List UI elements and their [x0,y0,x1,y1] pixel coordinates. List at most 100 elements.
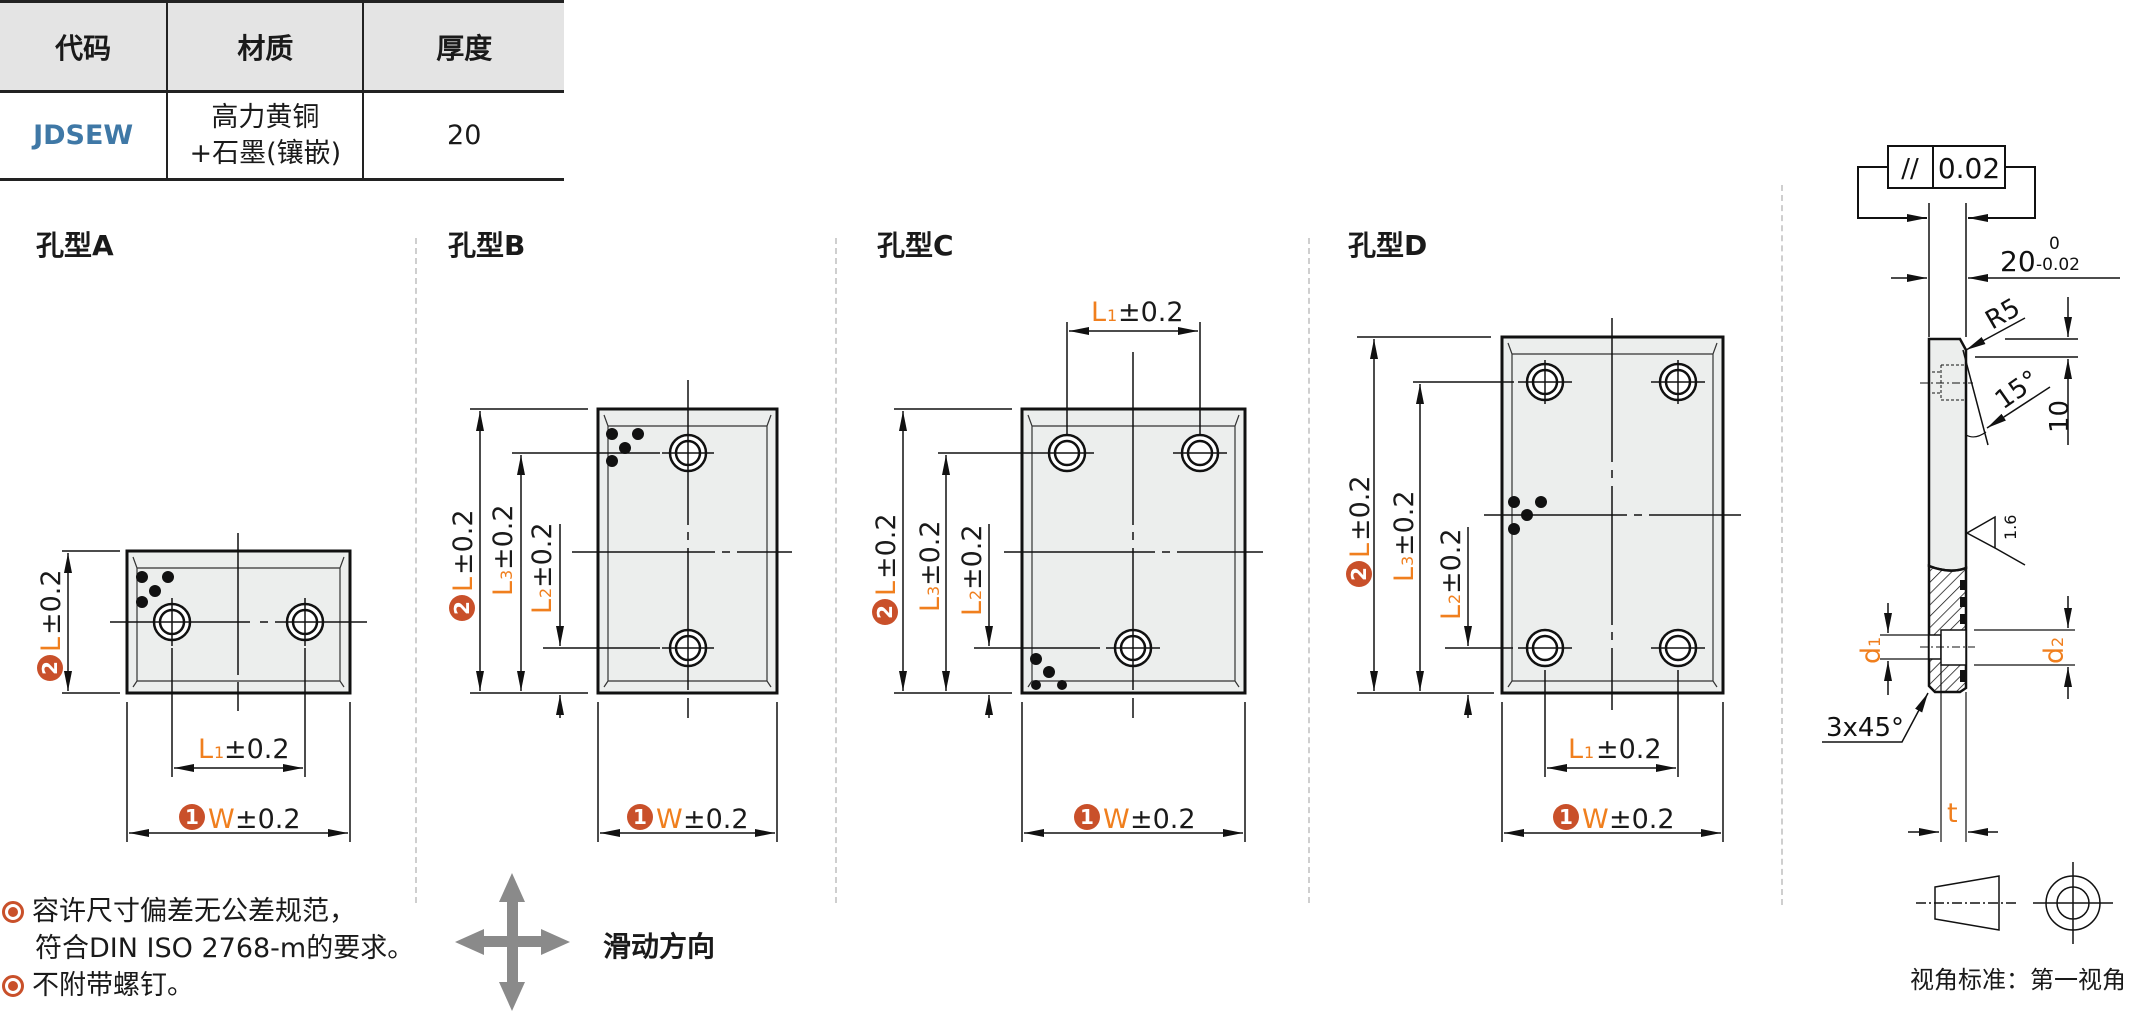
label-l2-c: L 2 ±0.2 [957,524,988,616]
slide-direction-label: 滑动方向 [603,930,716,963]
dim-l1-c [1066,322,1201,435]
separator-a-b [415,238,417,903]
graphite-plugs-a [136,571,174,608]
svg-text:1: 1 [1584,743,1594,762]
svg-text:2: 2 [966,590,985,600]
centerlines-b [572,380,792,718]
svg-text:L: L [198,734,213,765]
label-l1-d: L 1 ±0.2 [1568,734,1662,765]
svg-text:±0.2: ±0.2 [36,569,67,635]
label-w-c: 1 W ±0.2 [1074,804,1196,835]
side-graphite-plugs [1960,580,1966,682]
svg-text:L: L [1436,605,1467,620]
svg-text:L: L [1091,297,1106,328]
thickness-upper: 0 [2049,234,2060,254]
projection-standard-label: 视角标准：第一视角 [1910,966,2126,994]
svg-text:2: 2 [38,661,62,675]
label-l3-d: L 3 ±0.2 [1389,490,1420,582]
note-1-line-2: 符合DIN ISO 2768-m的要求。 [35,933,415,964]
label-l2-d: L 2 ±0.2 [1436,528,1467,620]
label-l3-b: L 3 ±0.2 [488,504,519,596]
svg-text:±0.2: ±0.2 [1389,490,1420,556]
radius-label: R5 [1981,293,2026,336]
header-thickness: 厚度 [362,1,564,92]
graphite-plugs-b [606,428,644,467]
svg-text:±0.2: ±0.2 [224,734,290,765]
separator-b-c [835,238,837,903]
svg-text:3: 3 [1398,556,1417,566]
header-material: 材质 [166,1,365,92]
label-d2: d 2 [2039,637,2070,664]
note-1: 容许尺寸偏差无公差规范， [2,893,414,930]
svg-text:1: 1 [1559,805,1573,829]
header-code: 代码 [0,1,169,92]
bullet-icon [2,900,24,923]
parallelism-value: 0.02 [1938,152,2000,185]
slide-direction-icon [455,873,570,1011]
svg-text:1: 1 [1080,805,1094,829]
svg-text:±0.2: ±0.2 [235,804,301,835]
svg-text:±0.2: ±0.2 [1609,804,1675,835]
roughness-symbol [1965,515,2026,566]
hole-type-b-drawing: 1 W ±0.2 2 L ±0.2 L 3 ±0.2 L 2 ±0.2 [448,380,792,842]
svg-text:W: W [656,804,683,835]
centerlines-a [110,533,367,711]
label-l3-c: L 3 ±0.2 [915,520,946,612]
label-l-d: 2 L ±0.2 [1345,475,1376,587]
dim-l-a [62,550,120,694]
dim-l3-c [938,452,1040,691]
label-l1-c: L 1 ±0.2 [1091,297,1184,328]
label-t: t [1947,798,1958,829]
dim-l1-a [171,648,306,777]
angle-label: 15° [1990,365,2045,416]
svg-text:d: d [1856,647,1887,664]
thickness-nominal: 20 [2000,245,2036,278]
parallelism-symbol: // [1901,154,1919,184]
svg-text:L: L [1389,567,1420,582]
label-l-b: 2 L ±0.2 [448,509,479,621]
svg-text:2: 2 [2048,637,2067,647]
hole-type-d-label: 孔型D [1348,229,1428,262]
spec-table-header: 代码 材质 厚度 [0,1,564,92]
svg-text:1: 1 [1865,637,1884,647]
svg-text:±0.2: ±0.2 [1596,734,1662,765]
hole-type-c-label: 孔型C [877,229,954,262]
svg-text:1: 1 [1107,306,1117,325]
cell-code: JDSEW [0,91,169,180]
side-view-drawing: // 0.02 20 0 -0.02 R5 [1822,145,2120,842]
dim-l2-b [543,524,660,718]
svg-text:1: 1 [214,743,224,762]
cell-thickness: 20 [362,91,564,180]
hole-type-b-label: 孔型B [448,229,526,262]
label-l-c: 2 L ±0.2 [871,513,902,625]
cell-material: 高力黄铜 +石墨(镶嵌) [166,91,365,180]
material-line-1: 高力黄铜 [211,101,320,133]
hole-type-a-drawing: 1 W ±0.2 L 1 ±0.2 2 L ±0.2 [36,533,367,842]
separator-d-side [1781,185,1783,905]
roughness-value: 1.6 [2001,515,2020,540]
svg-text:d: d [2039,647,2070,664]
note-2-line-1: 不附带螺钉。 [32,970,194,1001]
svg-text:L: L [1568,734,1583,765]
dim-w-b [597,702,778,842]
svg-text:L: L [488,581,519,596]
material-line-2: +石墨(镶嵌) [189,137,342,169]
label-l-a: 2 L ±0.2 [36,569,67,681]
note-2: 不附带螺钉。 [2,967,414,1004]
note-1-cont: 符合DIN ISO 2768-m的要求。 [2,930,414,967]
dim-l-c [894,408,1012,694]
svg-text:±0.2: ±0.2 [1130,804,1196,835]
spec-table: 代码 材质 厚度 JDSEW 高力黄铜 +石墨(镶嵌) 20 [0,0,564,181]
dim-l3-d [1413,381,1514,691]
label-l2-b: L 2 ±0.2 [527,522,558,614]
label-w-d: 1 W ±0.2 [1553,804,1675,835]
hole-type-a-label: 孔型A [36,229,114,262]
svg-text:2: 2 [873,605,897,619]
separator-c-d [1308,238,1310,903]
svg-text:2: 2 [450,601,474,615]
svg-text:±0.2: ±0.2 [1436,528,1467,594]
centerlines-c [1004,352,1263,718]
svg-text:±0.2: ±0.2 [448,509,479,575]
dim-l-d [1357,336,1494,694]
